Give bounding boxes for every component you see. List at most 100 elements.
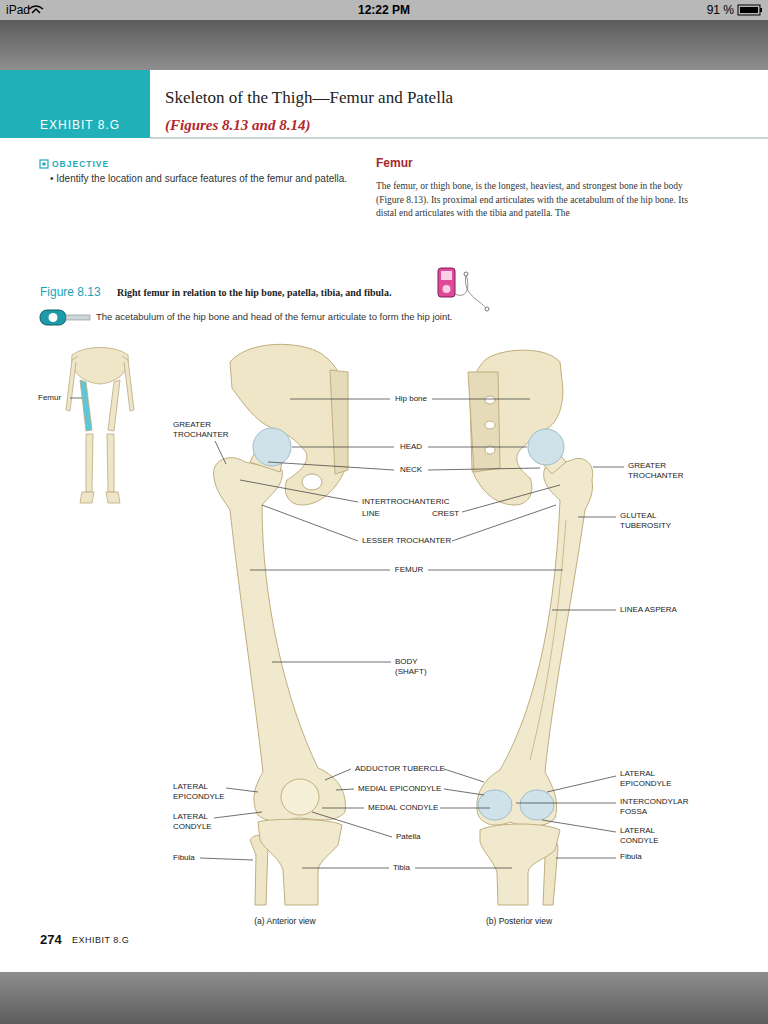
earbud-cord [455,275,486,308]
running-footer: EXHIBIT 8.G [72,935,129,946]
part-label: LATERAL CONDYLE [620,826,675,846]
leader-line [215,441,226,464]
earbud [485,307,489,311]
foot [106,492,120,503]
earbud [464,272,468,276]
tibia [107,434,114,492]
small-skeleton [66,348,134,504]
pelvis [72,348,129,385]
section-label: OBJECTIVE [52,159,109,169]
sacral-foramen [485,396,495,404]
page-number: 274 [40,932,62,947]
leader-line [250,570,390,571]
leader-lines [200,399,624,868]
part-label: MEDIAL EPICONDYLE [358,784,441,794]
battery-tip [760,8,762,12]
part-label: LINEA ASPERA [620,605,677,615]
leader-line [325,769,351,780]
leader-line [240,480,358,502]
leader-line [593,467,624,468]
part-label: LATERAL EPICONDYLE [620,769,682,789]
battery-level [740,7,758,13]
body-text: The femur, or thigh bone, is the longest… [376,180,694,221]
status-text: 12:22 PM [358,3,410,17]
leader-line [336,789,354,790]
part-label: LINE [362,509,380,519]
leader-line [432,399,530,400]
key-icon [49,313,58,322]
part-label: Femur [38,393,61,403]
leader-line [462,485,560,512]
femur [213,458,345,821]
part-label: Fibula [173,853,195,863]
leader-line [302,868,389,869]
femur-head [253,428,291,466]
figure-number: Figure 8.13 [40,285,101,299]
leader-line [312,812,392,837]
leader-line [452,505,556,541]
part-label: NECK [400,465,422,475]
leader-line [542,820,616,832]
audio-icon [441,271,452,280]
battery-icon [738,5,760,15]
leader-line [200,858,253,860]
leader-line [292,447,394,448]
part-label: INTERTROCHANTERIC [362,497,449,507]
posterior-view [468,350,593,905]
leader-line [444,789,484,795]
exhibit-band: EXHIBIT 8.G [0,70,150,138]
part-label: LATERAL CONDYLE [173,812,228,832]
femur [108,380,120,431]
status-bar [0,0,768,20]
leader-line [428,468,540,470]
leader-line [428,570,563,571]
patella [281,779,319,815]
objective-text: • Identify the location and surface feat… [50,172,350,185]
femur [477,458,593,826]
objective-icon [43,163,46,166]
leader-line [415,868,512,869]
tibia [480,824,560,905]
part-label: LESSER TROCHANTER [362,536,451,546]
anterior-view [213,344,348,905]
leader-line [214,812,262,818]
part-label: Tibia [393,863,410,873]
obturator-foramen [302,474,322,490]
foot [80,492,94,503]
part-label: Hip bone [395,394,427,404]
part-label: CREST [432,509,459,519]
tibia [258,819,342,905]
tibia [86,434,93,492]
page-title: Skeleton of the Thigh—Femur and Patella [165,88,453,108]
page-ground [0,70,768,972]
exhibit-label: EXHIBIT 8.G [40,118,120,132]
leader-line [272,662,391,663]
section-heading: Femur [376,156,413,170]
audio-icon [438,268,489,311]
part-label: FEMUR [395,565,423,575]
linea-aspera [530,520,566,760]
leader-line [262,505,358,541]
arm [122,356,134,411]
leader-line [268,462,394,470]
header-rule [150,138,768,139]
leader-line [444,769,484,782]
leader-line [290,399,390,400]
part-label: GREATER TROCHANTER [173,420,235,440]
wifi-icon [29,6,43,13]
objective-icon [40,160,48,168]
arm [66,356,78,411]
leader-line [70,398,82,399]
view-caption: (b) Posterior view [486,916,552,926]
key-icon [66,315,90,320]
view-caption: (a) Anterior view [254,916,315,926]
key-icon [40,310,90,325]
sacrum [330,370,348,474]
audio-icon [443,285,451,293]
part-label: BODY (SHAFT) [395,657,440,677]
leader-line [226,788,258,792]
condyle-cartilage [520,790,554,820]
status-text: iPad [6,3,30,17]
part-label: ADDUCTOR TUBERCLE [355,764,445,774]
figure-note: The acetabulum of the hip bone and head … [96,311,452,323]
